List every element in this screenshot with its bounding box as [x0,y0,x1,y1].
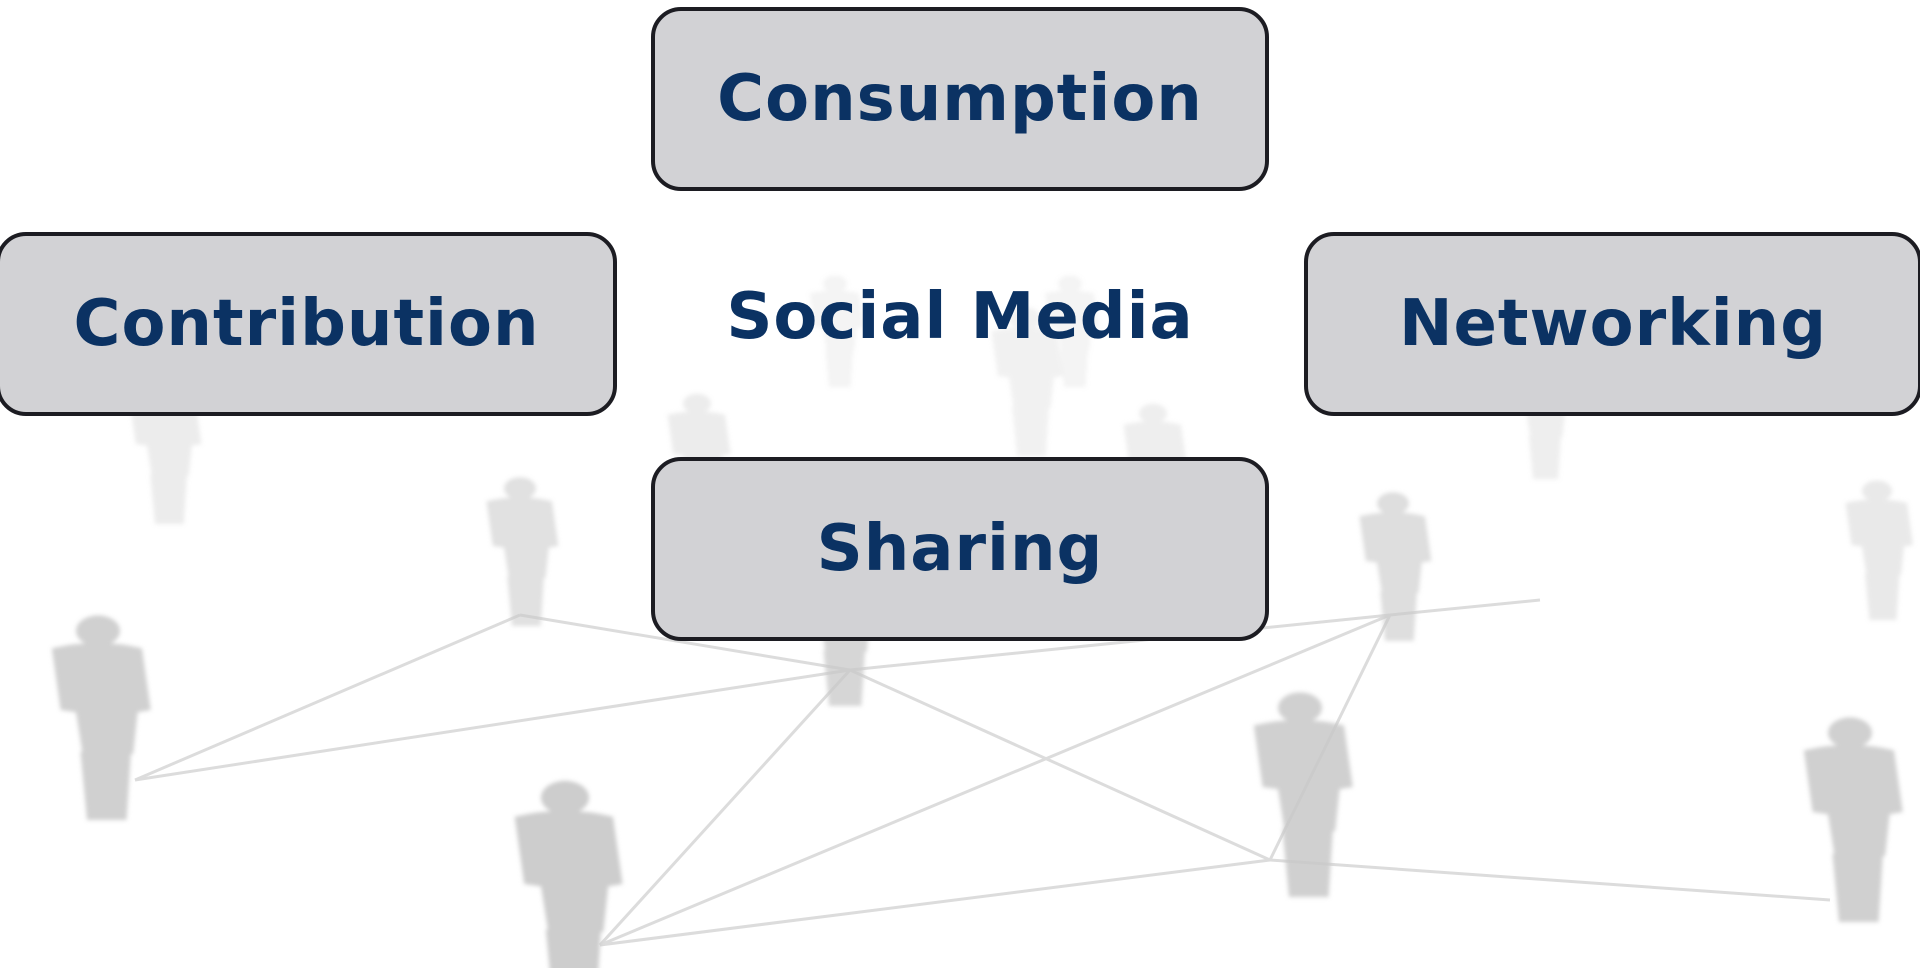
networking-label: Networking [1398,287,1828,361]
consumption-label: Consumption [717,62,1203,136]
sharing-node: Sharing [651,457,1269,641]
network-lines [134,598,1831,947]
sharing-label: Sharing [816,512,1104,586]
consumption-node: Consumption [651,7,1269,191]
center-title: Social Media [726,280,1194,354]
contribution-node: Contribution [0,232,617,416]
contribution-label: Contribution [73,287,540,361]
networking-node: Networking [1304,232,1920,416]
